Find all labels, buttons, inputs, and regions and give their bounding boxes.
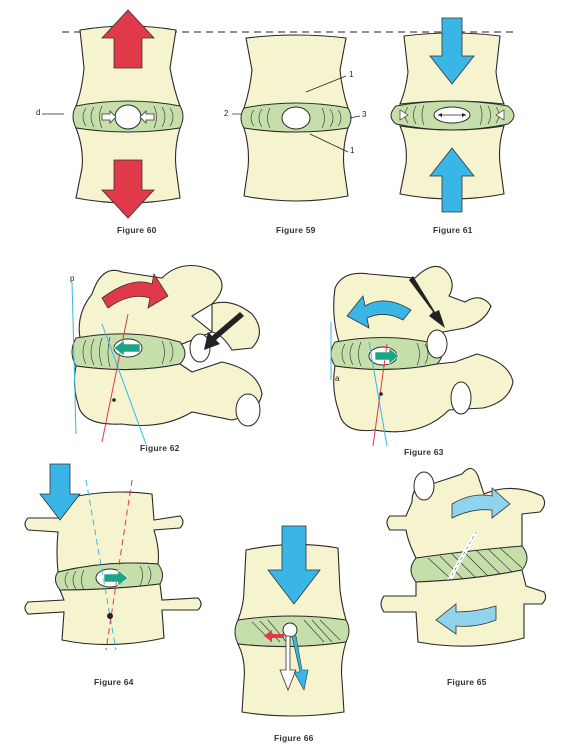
rotation-arrow-lower [435,603,497,635]
nucleus-shift-arrow [113,339,141,357]
compression-arrow-down [39,463,81,521]
distraction-arrow-down [101,159,155,219]
figure-60-caption: Figure 60 [117,225,157,235]
figure-62-drawing [71,264,263,445]
nucleus-shift-arrow [374,347,400,365]
figure-65-caption: Figure 65 [447,677,487,687]
figure-65 [372,462,552,674]
figure-65-drawing [380,467,547,647]
resultant-arrow-blue [291,635,309,691]
figure-59-drawing [232,34,361,202]
distraction-arrow-up [101,9,155,69]
figure-60-drawing [42,9,184,219]
figure-64-caption: Figure 64 [94,677,134,687]
figure-63-caption: Figure 63 [404,447,444,457]
figure-59-label-3: 3 [362,110,367,119]
figure-64-drawing [24,463,202,651]
figure-63-drawing [330,265,514,447]
resultant-arrow-white [279,635,297,692]
compression-arrow-down [267,525,321,605]
compression-arrow-up [429,147,475,213]
figure-59-caption: Figure 59 [276,225,316,235]
figure-61-drawing [390,17,515,213]
figure-62: p [62,254,282,445]
extension-curved-arrow [101,272,169,309]
rotation-arrow-upper [451,487,511,519]
figure-66 [228,520,358,732]
figure-62-caption: Figure 62 [140,443,180,453]
figure-63: a [325,262,545,447]
figure-59-label-1-top: 1 [349,70,354,79]
shear-arrow-red [264,630,284,642]
compression-arrow-down [429,17,475,85]
figure-59: 1 2 3 1 [220,30,380,220]
figure-63-label-a: a [335,374,340,383]
figure-60: d [36,8,220,228]
figure-66-drawing [234,525,350,717]
figure-62-label-p: p [70,274,75,283]
figure-64 [20,460,220,672]
facet-force-arrow [204,312,244,350]
figure-59-label-1-bottom: 1 [350,146,355,155]
figure-61 [380,14,540,224]
facet-force-arrow [409,276,445,328]
figure-60-label-d: d [36,108,41,117]
figure-59-label-2: 2 [224,109,229,118]
flexion-curved-arrow [346,295,412,329]
figure-66-caption: Figure 66 [274,733,314,743]
nucleus-shift-arrow [103,569,129,587]
figure-61-caption: Figure 61 [433,225,473,235]
